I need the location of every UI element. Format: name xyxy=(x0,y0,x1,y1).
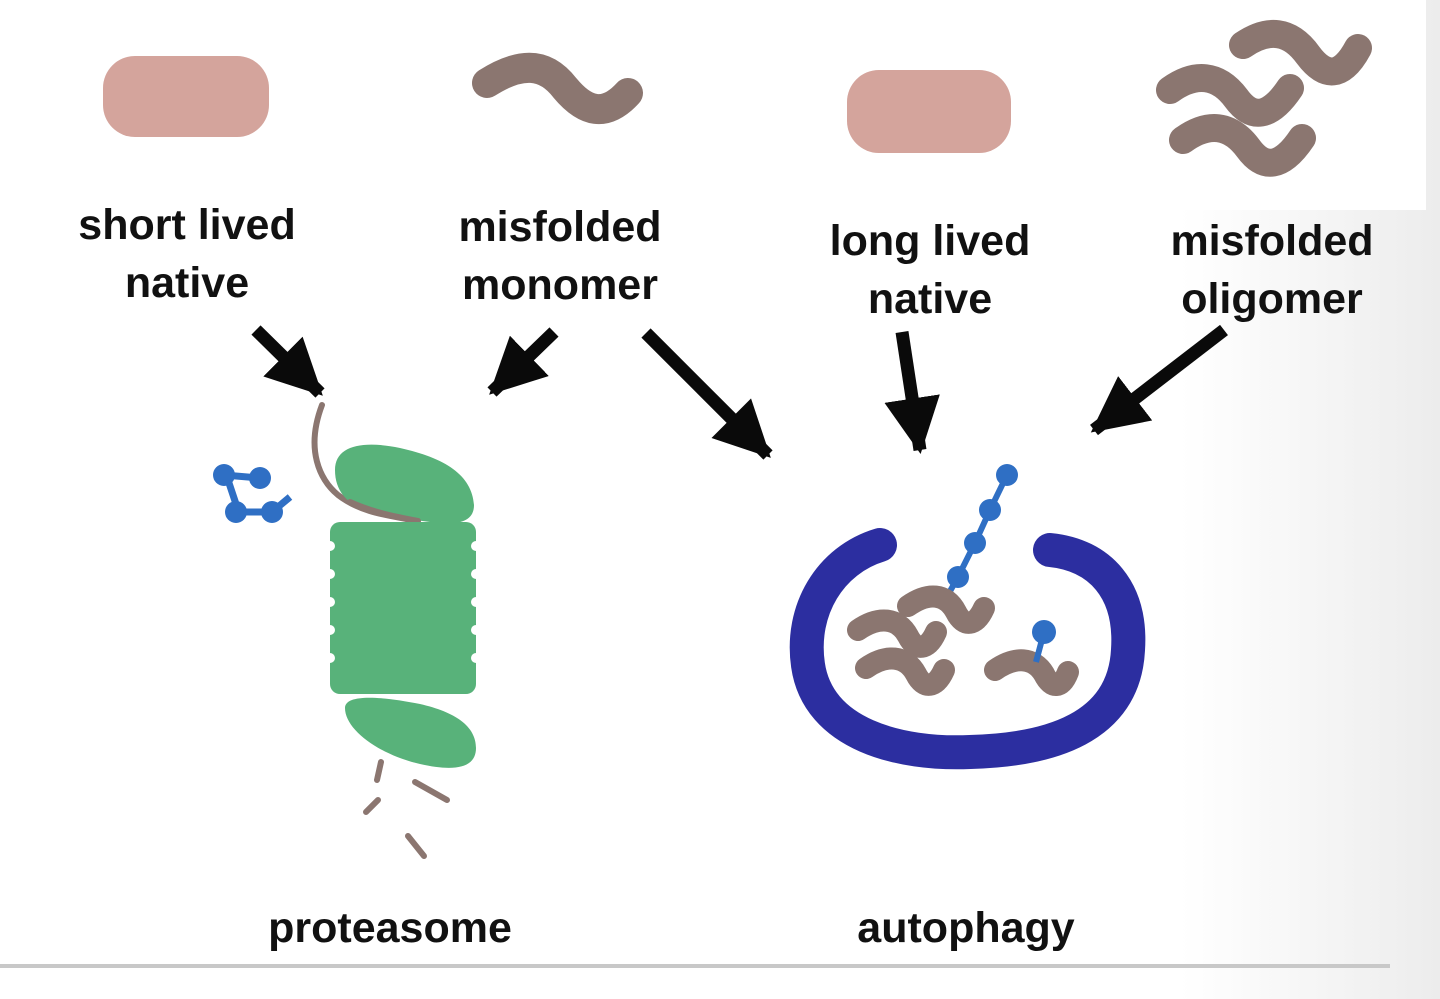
proteasome-ridges xyxy=(325,541,481,663)
label-misfolded-monomer: misfolded monomer xyxy=(420,198,700,314)
label-line: autophagy xyxy=(857,904,1075,952)
long-lived-native-protein xyxy=(847,70,1011,153)
label-long-lived-native: long lived native xyxy=(800,212,1060,328)
proteasome-illustration xyxy=(213,402,481,859)
autophagosome-membrane xyxy=(789,528,1146,770)
label-line: misfolded xyxy=(1170,217,1374,265)
proteasome-top-cap xyxy=(335,444,474,524)
arrow-monomer-to-autophagy xyxy=(641,328,773,460)
figure-white-patch-lower xyxy=(1090,200,1180,890)
short-lived-native-protein xyxy=(103,56,269,137)
ubiquitin-single-tag xyxy=(1032,620,1056,663)
engulfed-misfolded-proteins xyxy=(847,585,1079,696)
proteasome-core xyxy=(330,522,476,694)
misfolded-oligomer-protein xyxy=(1156,19,1372,177)
arrow-monomer-to-proteasome xyxy=(487,327,559,397)
label-autophagy: autophagy xyxy=(806,899,1126,957)
arrow-long-lived-to-autophagy xyxy=(884,331,940,454)
ubiquitin-chain-icon xyxy=(213,464,293,523)
label-misfolded-oligomer: misfolded oligomer xyxy=(1140,212,1404,328)
label-proteasome: proteasome xyxy=(230,899,550,957)
label-short-lived-native: short lived native xyxy=(60,196,314,312)
peptide-fragments xyxy=(363,759,450,859)
label-line: short lived xyxy=(78,201,296,249)
arrow-short-lived-to-proteasome xyxy=(251,325,325,398)
label-line: oligomer xyxy=(1181,275,1363,323)
label-line: monomer xyxy=(462,261,658,309)
autophagy-illustration xyxy=(789,464,1146,770)
misfolded-monomer-protein xyxy=(472,52,643,124)
label-line: proteasome xyxy=(268,904,512,952)
proteasome-bottom-cap xyxy=(345,697,476,768)
arrow-oligomer-to-autophagy xyxy=(1090,324,1228,436)
label-line: native xyxy=(867,275,993,323)
label-line: misfolded xyxy=(458,203,662,251)
ubiquitin-chain-long xyxy=(941,464,1018,604)
label-line: long lived xyxy=(829,217,1031,265)
substrate-strand-inner xyxy=(347,499,421,524)
label-line: native xyxy=(124,259,250,307)
bottom-divider xyxy=(0,964,1390,968)
